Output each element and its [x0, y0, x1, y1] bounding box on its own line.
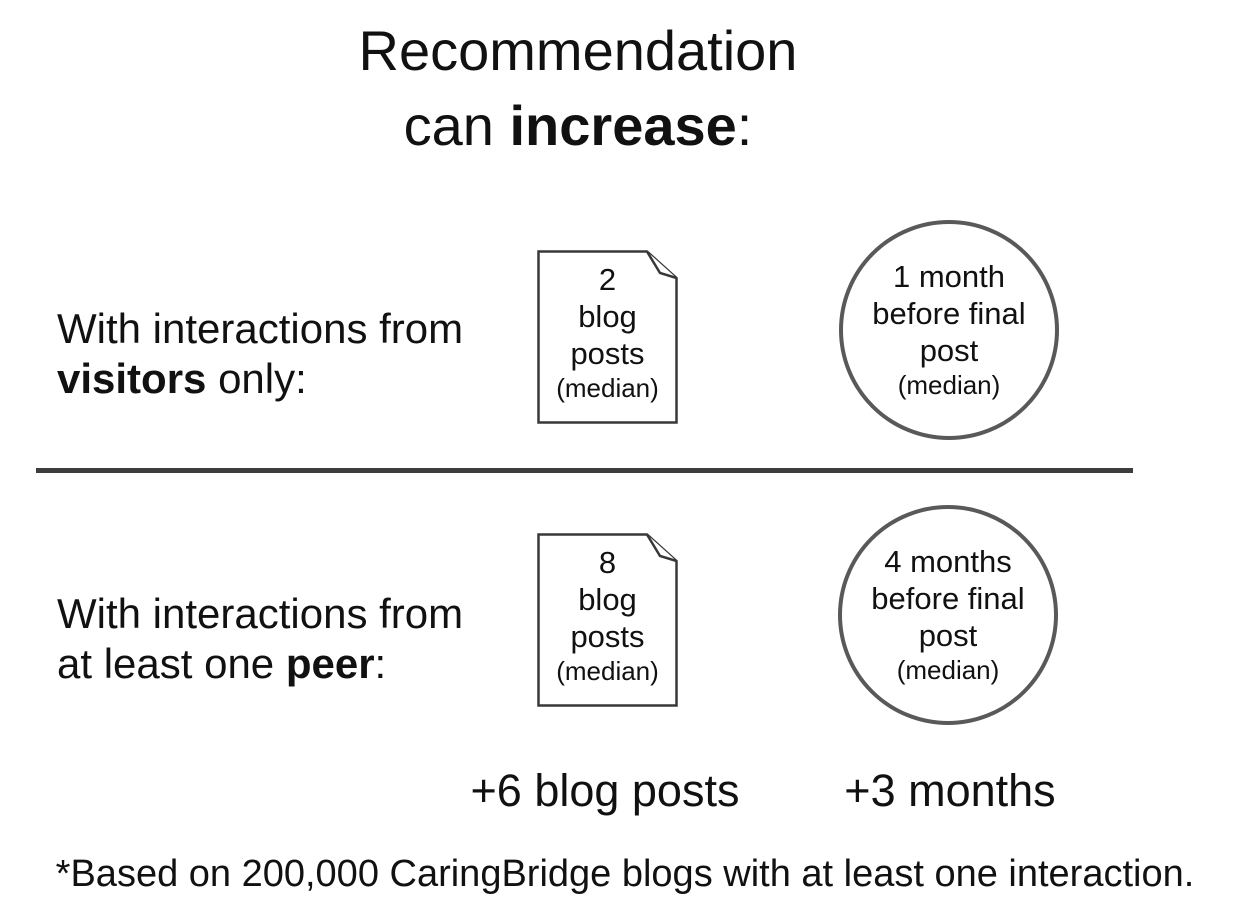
document-dog-ear-icon: [537, 533, 678, 707]
stat-value: 8: [598, 545, 617, 580]
row-visitors-label-line1: With interactions from: [57, 305, 464, 352]
document-dog-ear-icon: [537, 250, 678, 424]
visitors-posts-stat: 2 blog posts (median): [537, 250, 678, 424]
duration-line1: 4 months: [884, 544, 1012, 579]
duration-note: (median): [897, 370, 1001, 400]
duration-note: (median): [896, 655, 1000, 685]
duration-line1: 1 month: [892, 259, 1005, 294]
peer-posts-stat: 8 blog posts (median): [537, 533, 678, 707]
duration-line2: before final: [871, 581, 1025, 616]
row-visitors-label: With interactions from visitors only:: [57, 304, 527, 404]
row-peer-label-line1: With interactions from: [57, 590, 464, 637]
delta-months: +3 months: [844, 765, 1056, 816]
stat-unit-line2: posts: [570, 336, 645, 371]
duration-circle-visitors: 1 month before final post (median): [839, 220, 1059, 440]
page-title-line2: can increase:: [403, 94, 753, 157]
visitors-emphasis: visitors: [57, 355, 207, 402]
footnote: *Based on 200,000 CaringBridge blogs wit…: [55, 853, 1195, 895]
stat-note: (median): [556, 373, 659, 403]
stat-note: (median): [556, 656, 659, 686]
stat-unit-line2: posts: [570, 619, 645, 654]
page-title: Recommendation can increase:: [178, 13, 978, 163]
stat-value: 2: [598, 262, 617, 297]
duration-line3: post: [919, 333, 979, 368]
stat-unit-line1: blog: [578, 582, 637, 617]
document-icon-visitors: 2 blog posts (median): [537, 250, 678, 424]
document-icon-peer: 8 blog posts (median): [537, 533, 678, 707]
duration-line3: post: [918, 618, 978, 653]
page-title-line1: Recommendation: [358, 19, 798, 82]
row-peer-label: With interactions from at least one peer…: [57, 589, 527, 689]
title-emphasis: increase: [509, 94, 737, 157]
row-peer-label-line2: at least one peer:: [57, 640, 387, 687]
duration-circle-peer: 4 months before final post (median): [838, 505, 1058, 725]
row-divider-line: [36, 468, 1133, 473]
duration-line2: before final: [872, 296, 1026, 331]
row-visitors-label-line2: visitors only:: [57, 355, 307, 402]
delta-blog-posts: +6 blog posts: [470, 765, 740, 816]
peer-emphasis: peer: [285, 640, 375, 687]
stat-unit-line1: blog: [578, 299, 637, 334]
